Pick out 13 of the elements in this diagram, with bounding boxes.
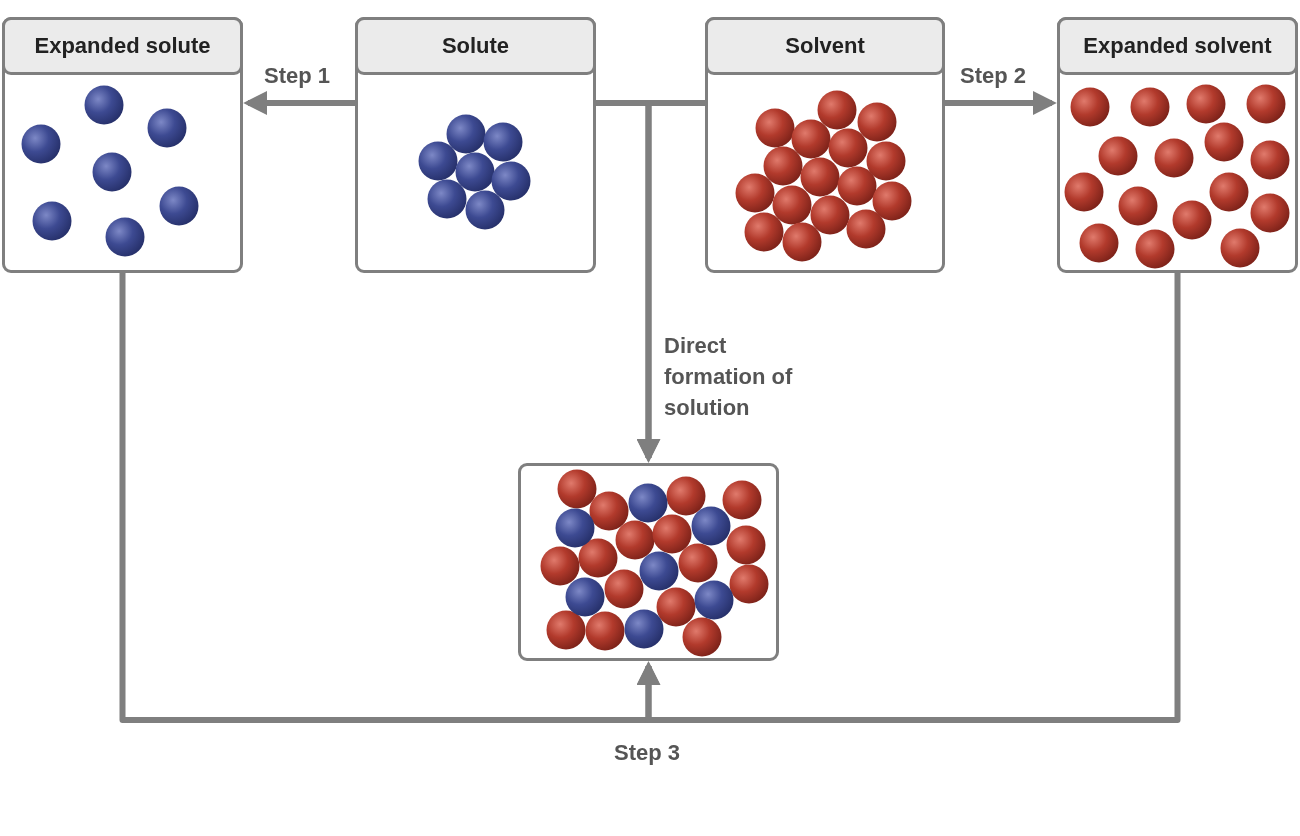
arrow [636,273,1181,723]
arrow [945,91,1057,115]
panel-heading: Expanded solvent [1057,17,1298,75]
arrow [636,100,705,463]
sample-panel [705,17,945,273]
sample-panel [355,17,596,273]
panel-heading: Solvent [705,17,945,75]
sample-panel [1057,17,1298,273]
arrow [243,91,355,115]
panel-heading: Solute [355,17,596,75]
panel-heading: Expanded solute [2,17,243,75]
sample-panel [2,17,243,273]
mixture-panel [518,463,779,661]
